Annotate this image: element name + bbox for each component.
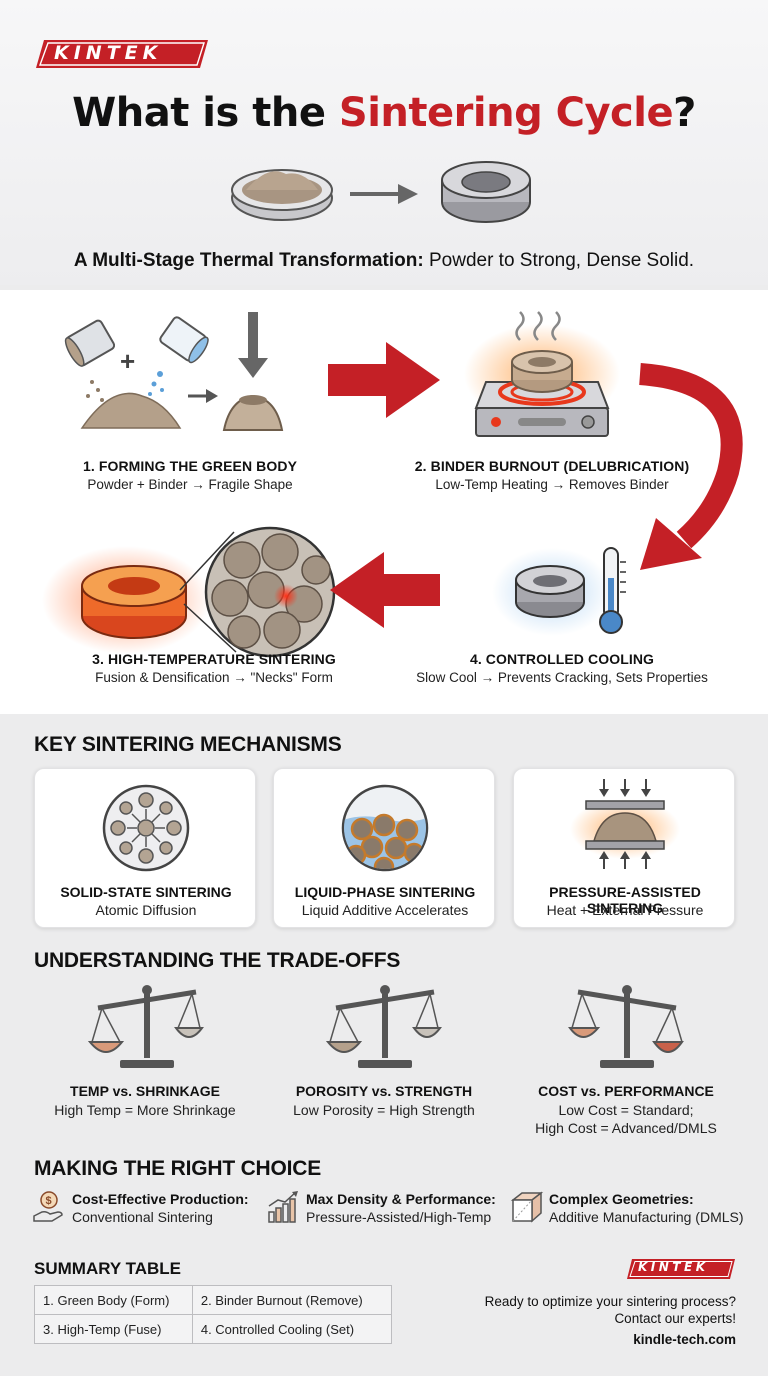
- mechanism-title: LIQUID-PHASE SINTERING: [294, 884, 476, 900]
- choice-3-title: Complex Geometries:: [549, 1191, 694, 1207]
- stage-3-desc: Fusion & Densification → "Necks" Form: [95, 670, 333, 685]
- summary-title: SUMMARY TABLE: [34, 1259, 182, 1278]
- logo-badge-shape: [36, 40, 208, 68]
- svg-text:+: +: [120, 346, 135, 376]
- liquid-phase-icon: [341, 784, 429, 872]
- table-cell: 2. Binder Burnout (Remove): [191, 1285, 393, 1315]
- choice-title: MAKING THE RIGHT CHOICE: [34, 1157, 322, 1180]
- tradeoff-2-desc: Low Porosity = High Strength: [293, 1102, 475, 1118]
- cta-line-1: Ready to optimize your sintering process…: [484, 1294, 736, 1309]
- cta-line-2[interactable]: Contact our experts!: [614, 1311, 736, 1326]
- title-pre: What is the: [72, 90, 339, 136]
- footer-logo-badge-shape: [627, 1259, 735, 1279]
- tradeoff-1-title: TEMP vs. SHRINKAGE: [70, 1083, 220, 1099]
- flow-arrow-curved-icon: [639, 363, 743, 570]
- table-cell: 4. Controlled Cooling (Set): [191, 1314, 393, 1344]
- mechanism-card-pressure-assisted: PRESSURE-ASSISTED SINTERING Heat + Exter…: [513, 768, 735, 928]
- mechanism-card-liquid-phase: LIQUID-PHASE SINTERING Liquid Additive A…: [273, 768, 495, 928]
- press-icon: [570, 779, 680, 869]
- table-row: 1. Green Body (Form) 2. Binder Burnout (…: [34, 1285, 393, 1315]
- coin-hand-icon: $: [33, 1191, 63, 1222]
- table-cell: 1. Green Body (Form): [34, 1285, 193, 1315]
- mechanism-desc: Liquid Additive Accelerates: [301, 902, 469, 918]
- tradeoff-2-title: POROSITY vs. STRENGTH: [295, 1083, 473, 1099]
- summary-table: 1. Green Body (Form) 2. Binder Burnout (…: [34, 1285, 393, 1344]
- choice-2-desc: Pressure-Assisted/High-Temp: [306, 1209, 492, 1225]
- mechanism-desc: Atomic Diffusion: [95, 902, 197, 918]
- atomic-diffusion-icon: [102, 784, 190, 872]
- mechanisms-title: KEY SINTERING MECHANISMS: [34, 733, 342, 756]
- powder-to-solid-icon: [231, 161, 531, 223]
- table-row: 3. High-Temp (Fuse) 4. Controlled Coolin…: [34, 1314, 393, 1344]
- cube-icon: [510, 1191, 544, 1223]
- logo-text: KINTEK: [54, 42, 163, 64]
- flow-arrow-left-icon: [330, 552, 440, 628]
- choice-3-desc: Additive Manufacturing (DMLS): [549, 1209, 744, 1225]
- stage-4-title: 4. CONTROLLED COOLING: [469, 651, 655, 667]
- mechanism-card-solid-state: SOLID-STATE SINTERING Atomic Diffusion: [34, 768, 256, 928]
- stage-2-desc: Low-Temp Heating → Removes Binder: [435, 477, 669, 492]
- tradeoff-1-desc: High Temp = More Shrinkage: [54, 1102, 236, 1118]
- tradeoff-3-title: COST vs. PERFORMANCE: [538, 1083, 714, 1099]
- tradeoff-3-desc-line-2: High Cost = Advanced/DMLS: [535, 1120, 717, 1136]
- choice-1-title: Cost-Effective Production:: [72, 1191, 249, 1207]
- title-post: ?: [673, 90, 696, 136]
- page-title: What is the Sintering Cycle?: [0, 90, 768, 136]
- table-cell: 3. High-Temp (Fuse): [34, 1314, 193, 1344]
- hot-plate-icon: [464, 311, 620, 437]
- choice-2-title: Max Density & Performance:: [306, 1191, 496, 1207]
- subtitle: A Multi-Stage Thermal Transformation: Po…: [0, 250, 768, 272]
- subtitle-bold: A Multi-Stage Thermal Transformation:: [73, 250, 424, 271]
- title-highlight: Sintering Cycle: [338, 90, 674, 136]
- flow-arrow-right-icon: [328, 342, 440, 418]
- stage-3-title: 3. HIGH-TEMPERATURE SINTERING: [92, 651, 336, 667]
- subtitle-rest: Powder to Strong, Dense Solid.: [423, 250, 695, 271]
- tradeoff-3-desc-line-1: Low Cost = Standard;: [558, 1102, 694, 1118]
- footer-logo-text: KINTEK: [638, 1260, 709, 1274]
- mechanism-title: SOLID-STATE SINTERING: [60, 884, 232, 900]
- balance-scale-icon: [325, 985, 442, 1068]
- stage-1-desc: Powder + Binder → Fragile Shape: [87, 477, 293, 492]
- mechanism-desc: Heat + External Pressure: [546, 902, 704, 918]
- bar-chart-icon: [268, 1191, 298, 1223]
- balance-scale-icon: [87, 985, 204, 1068]
- stage-4-desc: Slow Cool → Prevents Cracking, Sets Prop…: [416, 670, 708, 685]
- glowing-ring-particles-icon: [42, 526, 336, 658]
- website-link[interactable]: kindle-tech.com: [633, 1332, 736, 1347]
- stage-1-title: 1. FORMING THE GREEN BODY: [82, 458, 298, 474]
- stage-2-title: 2. BINDER BURNOUT (DELUBRICATION): [414, 458, 690, 474]
- ring-thermometer-icon: [492, 547, 626, 636]
- powder-binder-press-icon: +: [64, 312, 284, 431]
- kintek-logo[interactable]: KINTEK: [34, 38, 210, 70]
- mechanism-title: PRESSURE-ASSISTED SINTERING: [549, 884, 701, 916]
- choice-1-desc: Conventional Sintering: [72, 1209, 213, 1225]
- footer-kintek-logo[interactable]: KINTEK: [626, 1258, 736, 1280]
- svg-text:$: $: [46, 1195, 52, 1207]
- tradeoffs-title: UNDERSTANDING THE TRADE-OFFS: [34, 949, 401, 972]
- balance-scale-icon: [568, 985, 684, 1068]
